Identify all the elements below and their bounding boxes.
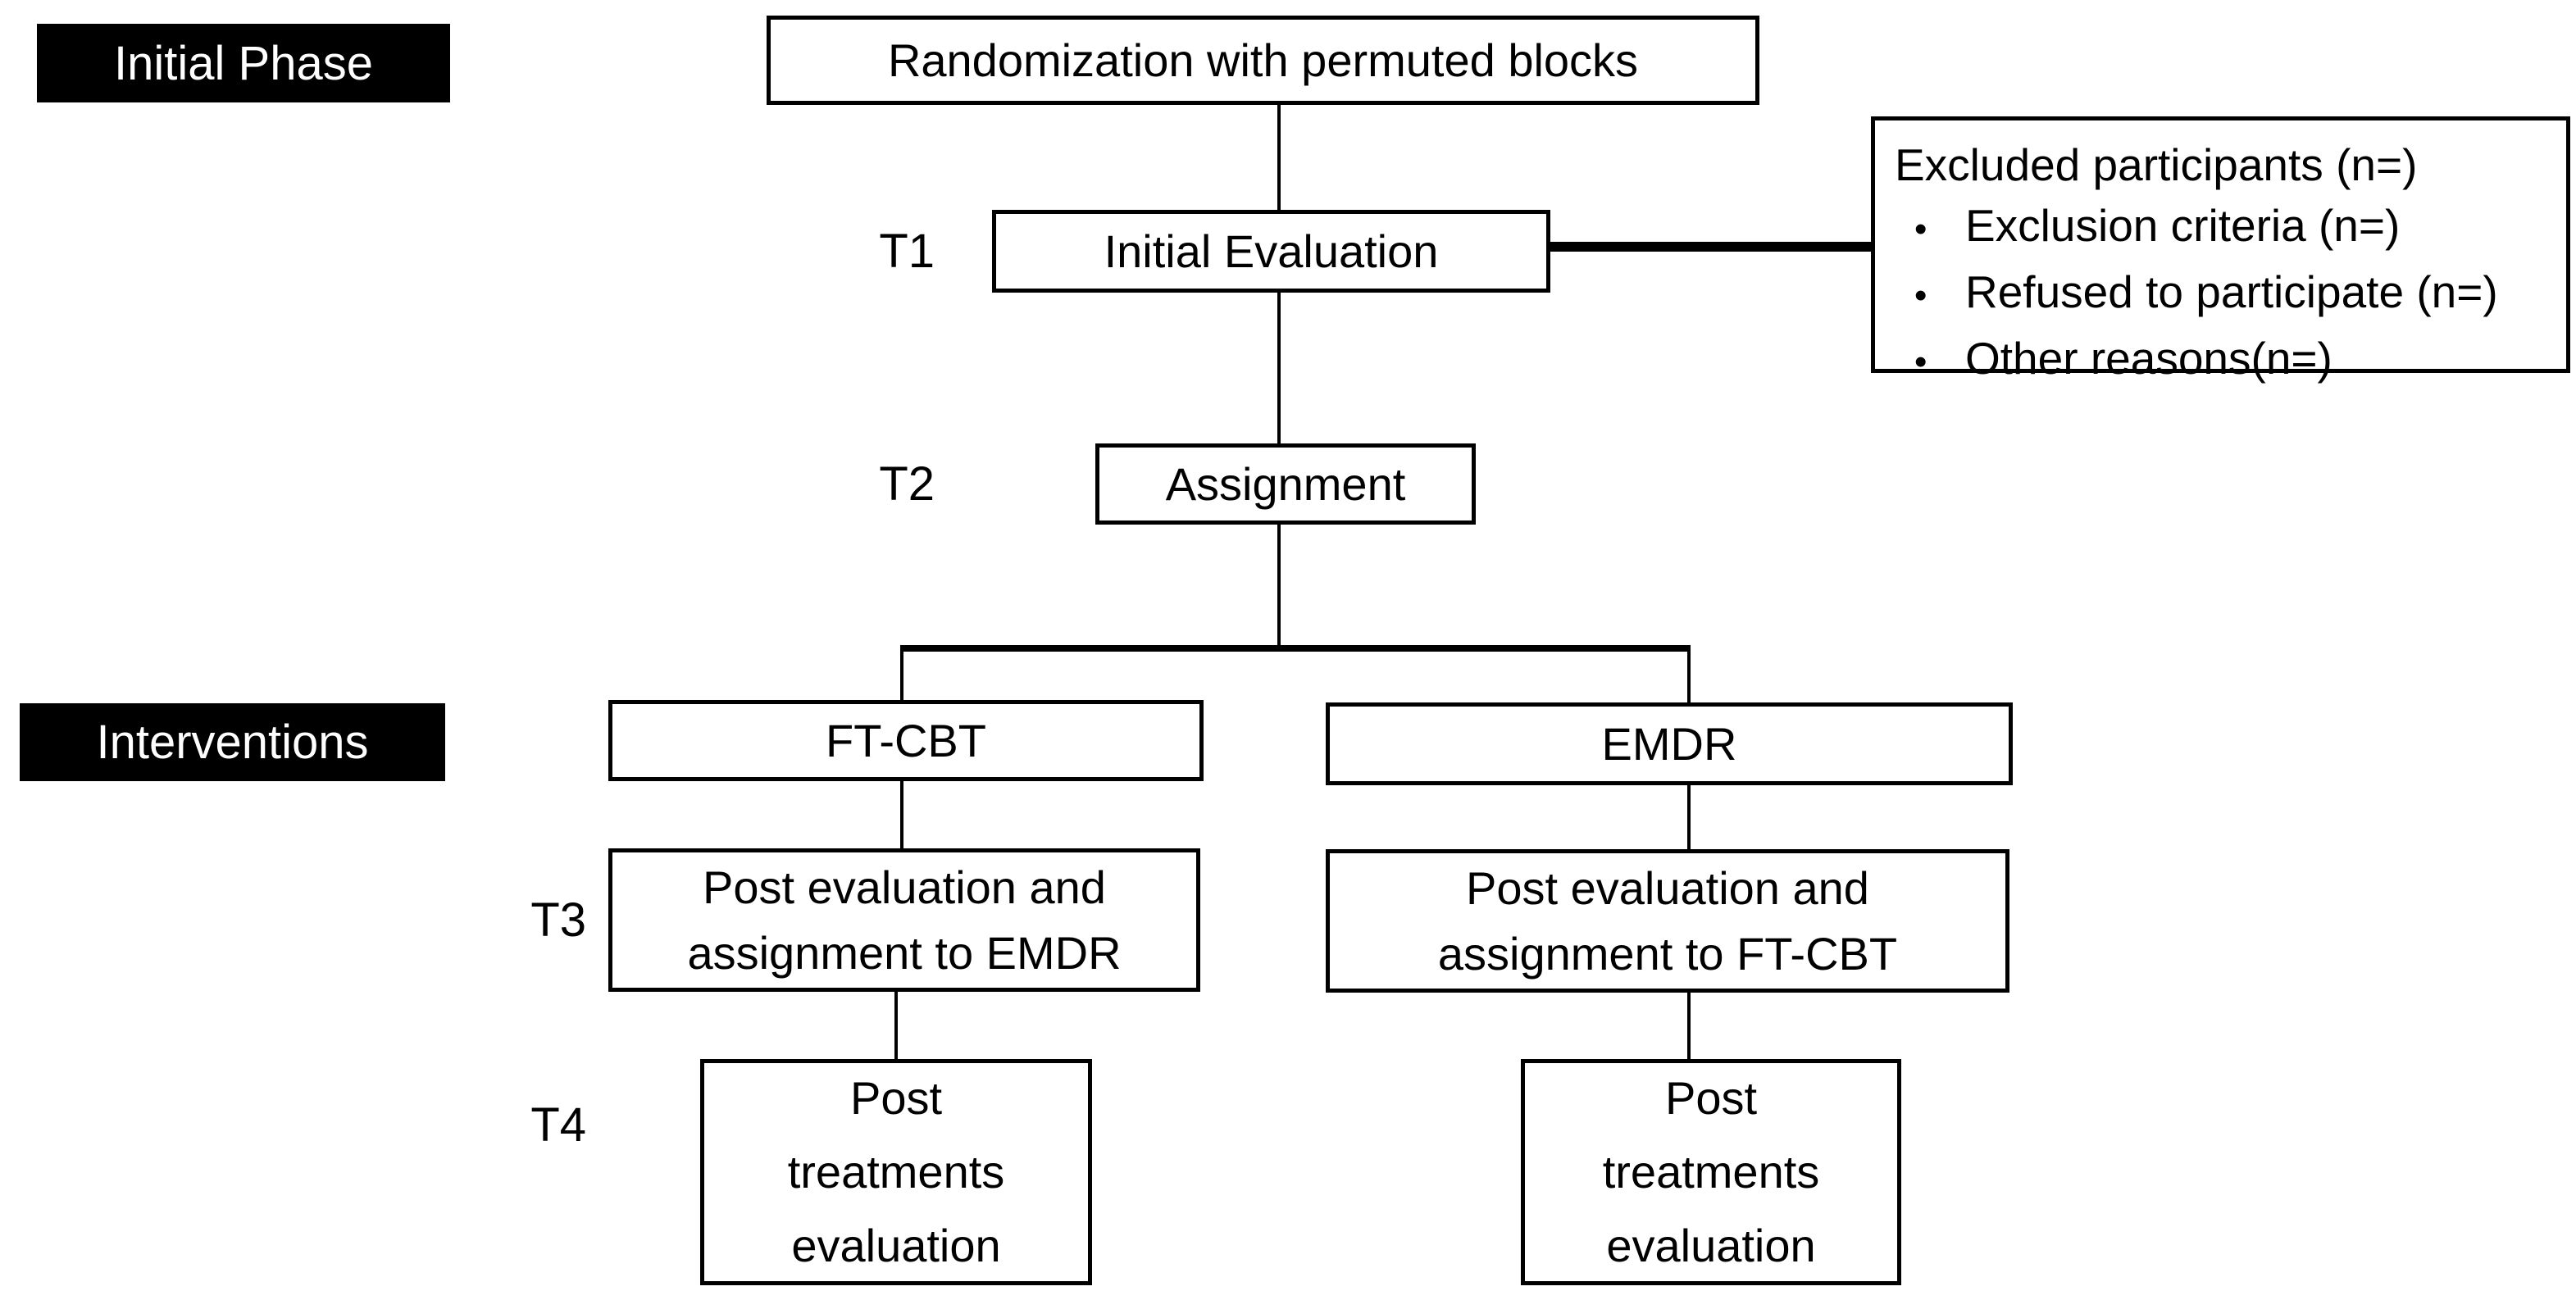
connector-posteval-posttreat-left-line bbox=[894, 992, 898, 1059]
excluded-item: • Refused to participate (n=) bbox=[1891, 261, 2550, 327]
phase-label-interventions: Interventions bbox=[20, 703, 445, 781]
excluded-item-text: Exclusion criteria (n=) bbox=[1965, 200, 2401, 251]
timepoint-label-t1: T1 bbox=[879, 225, 935, 278]
node-post-treatments-right-line2: treatments bbox=[1602, 1146, 1820, 1198]
node-post-treatments-left: Post treatments evaluation bbox=[700, 1059, 1092, 1285]
node-post-treatments-right: Post treatments evaluation bbox=[1521, 1059, 1901, 1285]
timepoint-label-t3: T3 bbox=[530, 893, 586, 947]
phase-label-initial-phase: Initial Phase bbox=[37, 24, 450, 102]
bullet-icon: • bbox=[1914, 342, 1927, 382]
node-post-treatments-left-line1: Post bbox=[849, 1072, 943, 1124]
node-post-treatments-left-line3: evaluation bbox=[791, 1220, 1001, 1271]
node-assignment: Assignment bbox=[1095, 443, 1476, 525]
node-post-eval-right: Post evaluation and assignment to FT-CBT bbox=[1326, 849, 2009, 993]
excluded-participants-box: Excluded participants (n=) • Exclusion c… bbox=[1871, 116, 2570, 384]
node-post-eval-right-line2: assignment to FT-CBT bbox=[1437, 927, 1898, 980]
node-post-eval-left: Post evaluation and assignment to EMDR bbox=[608, 848, 1200, 992]
branch-horizontal-line bbox=[900, 645, 1691, 652]
connector-emdr-posteval-line bbox=[1687, 785, 1691, 849]
node-post-eval-left-line2: assignment to EMDR bbox=[687, 926, 1122, 979]
excluded-item: • Other reasons(n=) bbox=[1891, 327, 2550, 393]
node-initial-evaluation: Initial Evaluation bbox=[992, 210, 1550, 293]
node-post-treatments-right-line1: Post bbox=[1664, 1072, 1758, 1124]
excluded-title: Excluded participants (n=) bbox=[1895, 139, 2418, 190]
excluded-item: • Exclusion criteria (n=) bbox=[1891, 194, 2550, 261]
node-post-treatments-left-line2: treatments bbox=[787, 1146, 1005, 1198]
connector-ftcbt-posteval-line bbox=[900, 781, 903, 848]
node-randomization: Randomization with permuted blocks bbox=[767, 16, 1759, 105]
node-emdr: EMDR bbox=[1326, 702, 2013, 785]
timepoint-label-t4: T4 bbox=[530, 1098, 586, 1152]
node-post-eval-left-line1: Post evaluation and bbox=[703, 861, 1106, 913]
connector-posteval-posttreat-right-line bbox=[1687, 993, 1691, 1059]
excluded-item-text: Other reasons(n=) bbox=[1965, 333, 2333, 384]
connector-assignment-branch-line bbox=[1277, 525, 1281, 645]
connector-evaluation-excluded-line bbox=[1550, 242, 1874, 252]
connector-evaluation-assignment-line bbox=[1277, 293, 1281, 443]
excluded-item-text: Refused to participate (n=) bbox=[1965, 266, 2498, 317]
branch-left-stub-line bbox=[900, 645, 903, 700]
node-post-eval-right-line1: Post evaluation and bbox=[1466, 861, 1869, 914]
bullet-icon: • bbox=[1914, 275, 1927, 316]
node-ft-cbt: FT-CBT bbox=[608, 700, 1204, 781]
branch-right-stub-line bbox=[1687, 645, 1691, 702]
bullet-icon: • bbox=[1914, 209, 1927, 249]
node-post-treatments-right-line3: evaluation bbox=[1606, 1220, 1816, 1271]
connector-randomization-evaluation-line bbox=[1277, 105, 1281, 210]
timepoint-label-t2: T2 bbox=[879, 457, 935, 511]
